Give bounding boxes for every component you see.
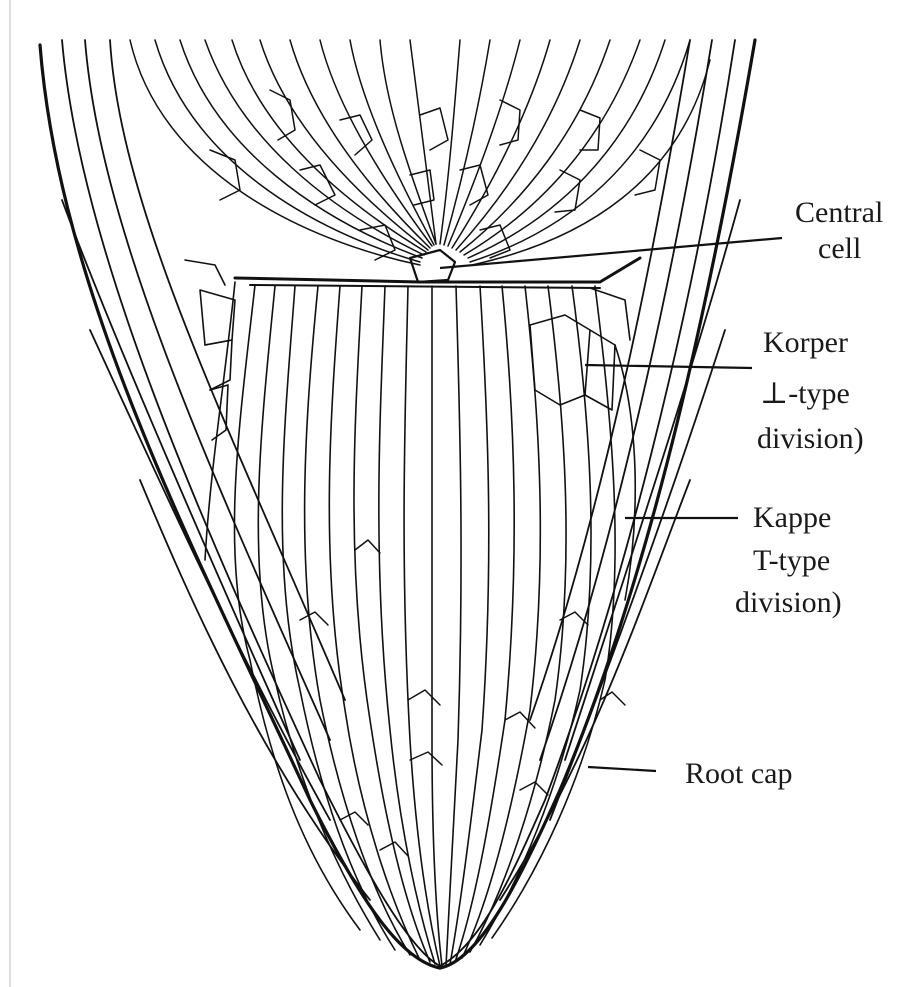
korper-leader <box>585 365 752 368</box>
label-korper-3: division) <box>757 422 864 455</box>
label-kappe-1: Kappe <box>753 501 831 534</box>
label-root-cap: Root cap <box>685 757 792 790</box>
root-cap-leader <box>588 767 656 771</box>
label-kappe-2: T-type <box>753 544 830 577</box>
korper-core-files <box>234 285 615 966</box>
central-cell <box>410 250 455 282</box>
korper-side-right <box>530 288 635 600</box>
kappe-chevrons <box>300 540 625 856</box>
label-korper-1: Korper <box>763 326 848 359</box>
central-cell-leader <box>440 238 782 268</box>
korper-side-left <box>185 260 235 560</box>
label-central-cell-2: cell <box>818 232 861 265</box>
label-kappe-3: division) <box>735 586 842 619</box>
root-tip-drawing <box>40 40 755 968</box>
cap-layers-left <box>62 40 440 966</box>
label-korper-2: ⊥-type <box>760 377 850 410</box>
boundary-line <box>235 258 640 282</box>
label-central-cell-1: Central <box>795 196 883 229</box>
